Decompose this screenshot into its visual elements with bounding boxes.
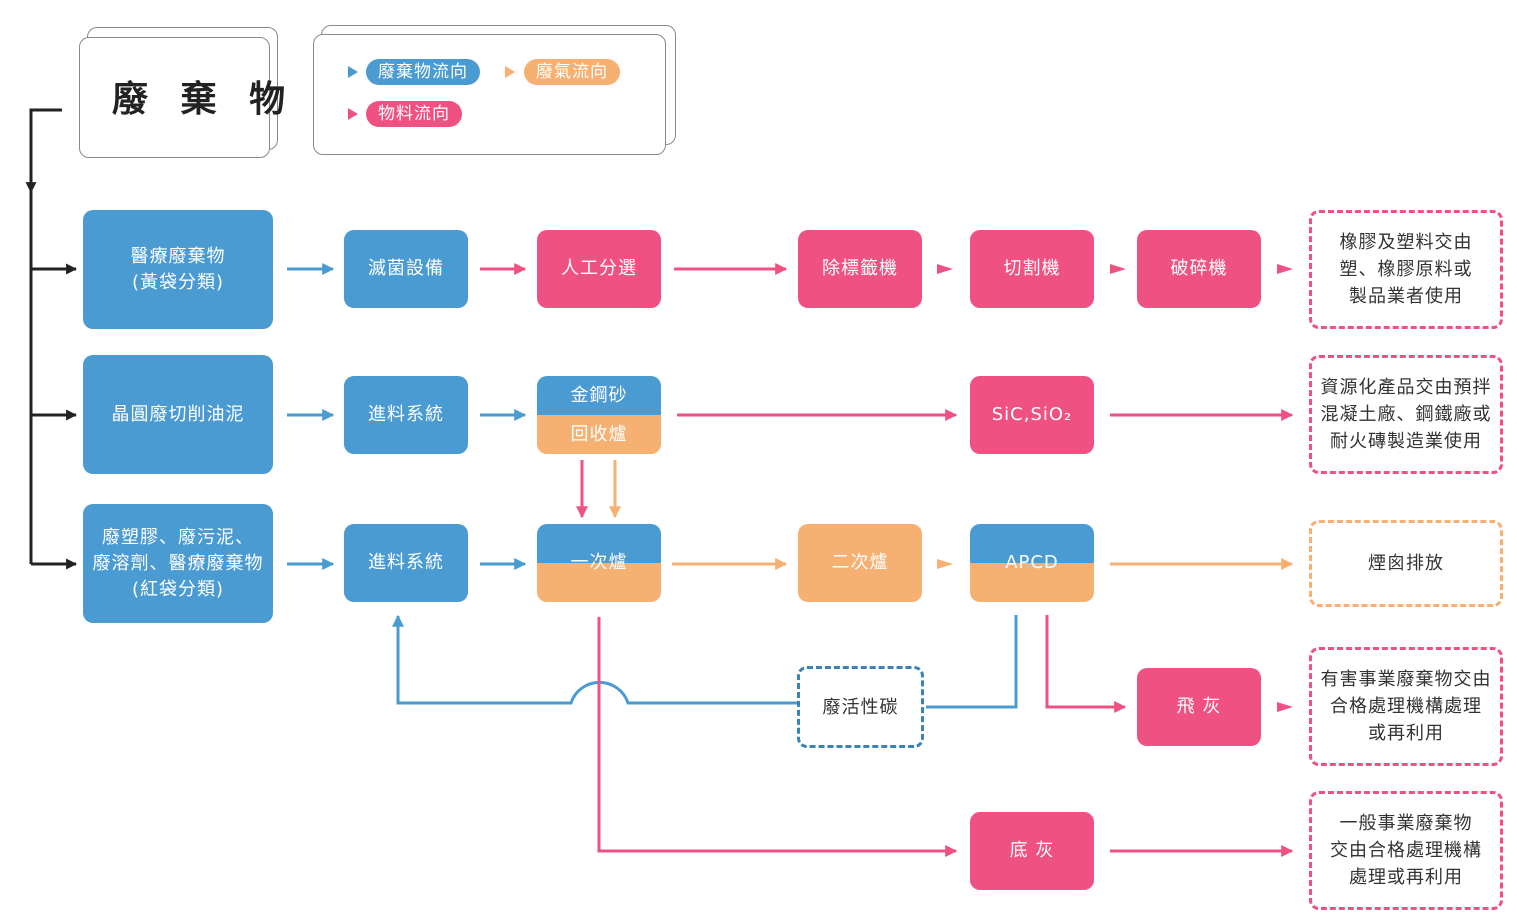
source-wafer-sludge: 晶圓廢切削油泥 <box>83 355 273 474</box>
node-apcd: APCD <box>970 524 1094 602</box>
node-primary-label: 一次爐 <box>570 552 628 573</box>
outcome-rubber-plastic: 橡膠及塑料交由 塑、橡膠原料或 製品業者使用 <box>1309 210 1503 329</box>
node-label-removal: 除標籤機 <box>798 230 922 308</box>
node-fly-ash: 飛 灰 <box>1137 668 1261 746</box>
arrow-carbon-to-feed <box>392 614 797 705</box>
node-apcd-label: APCD <box>1005 552 1059 573</box>
node-secondary-furnace: 二次爐 <box>798 524 922 602</box>
node-primary-top <box>537 524 661 563</box>
arrow-cutter-to-crusher <box>1110 264 1126 274</box>
legend-card <box>313 34 666 155</box>
node-apcd-top <box>970 524 1094 563</box>
source-mixed-red-line3: (紅袋分類) <box>131 578 225 600</box>
node-waste-activated-carbon: 廢活性碳 <box>797 666 924 748</box>
node-cutter: 切割機 <box>970 230 1094 308</box>
outcome-resource-products: 資源化產品交由預拌 混凝土廠、鋼鐵廠或 耐火磚製造業使用 <box>1309 355 1503 474</box>
outcome-rubber-line3: 製品業者使用 <box>1349 286 1463 307</box>
node-apcd-bottom <box>970 563 1094 602</box>
outcome-hazard-line2: 合格處理機構處理 <box>1330 696 1482 717</box>
node-bottom-ash: 底 灰 <box>970 812 1094 890</box>
arrow-apcd-to-carbon <box>926 615 1018 709</box>
outcome-general-line1: 一般事業廢棄物 <box>1339 813 1473 834</box>
outcome-hazardous-waste: 有害事業廢棄物交由 合格處理機構處理 或再利用 <box>1309 647 1503 766</box>
outcome-general-line2: 交由合格處理機構 <box>1330 840 1482 861</box>
source-medical-yellow-line1: 醫療廢棄物 <box>130 245 226 267</box>
arrow-label-to-cutter <box>937 264 953 274</box>
node-feed-system-1: 進料系統 <box>344 376 468 454</box>
outcome-rubber-line1: 橡膠及塑料交由 <box>1339 232 1473 253</box>
legend-material-flow: 物料流向 <box>366 101 462 127</box>
node-primary-bottom <box>537 563 661 602</box>
material-flow-marker-icon <box>348 108 358 120</box>
outcome-hazard-line1: 有害事業廢棄物交由 <box>1320 669 1492 690</box>
legend-waste-flow: 廢棄物流向 <box>366 59 480 85</box>
node-feed-system-2: 進料系統 <box>344 524 468 602</box>
gas-flow-marker-icon <box>505 66 515 78</box>
outcome-rubber-line2: 塑、橡膠原料或 <box>1339 259 1473 280</box>
source-bracket-line <box>29 108 62 564</box>
outcome-resource-line3: 耐火磚製造業使用 <box>1330 431 1482 452</box>
node-carborundum-furnace: 金鋼砂 回收爐 <box>537 376 661 454</box>
node-sterilizer: 滅菌設備 <box>344 230 468 308</box>
node-crusher: 破碎機 <box>1137 230 1261 308</box>
arrow-flyash-to-hazard <box>1277 702 1293 712</box>
outcome-general-line3: 處理或再利用 <box>1349 867 1463 888</box>
diagram-title: 廢 棄 物 <box>112 79 296 120</box>
node-manual-sorting: 人工分選 <box>537 230 661 308</box>
waste-flow-marker-icon <box>348 66 358 78</box>
outcome-general-waste: 一般事業廢棄物 交由合格處理機構 處理或再利用 <box>1309 791 1503 910</box>
node-primary-furnace: 一次爐 <box>537 524 661 602</box>
node-carborundum-top: 金鋼砂 <box>537 376 661 415</box>
outcome-hazard-line3: 或再利用 <box>1368 723 1444 744</box>
arrow-crusher-to-rubber <box>1277 264 1293 274</box>
node-carborundum-bottom: 回收爐 <box>537 415 661 454</box>
outcome-resource-line2: 混凝土廠、鋼鐵廠或 <box>1320 404 1492 425</box>
legend-gas-flow: 廢氣流向 <box>524 59 620 85</box>
source-wafer-sludge-label: 晶圓廢切削油泥 <box>111 403 245 425</box>
outcome-chimney-emission: 煙囪排放 <box>1309 520 1503 607</box>
outcome-resource-line1: 資源化產品交由預拌 <box>1320 377 1492 398</box>
source-medical-yellow-line2: (黃袋分類) <box>131 271 225 293</box>
node-sic-sio2: SiC,SiO₂ <box>970 376 1094 454</box>
source-mixed-red-line2: 廢溶劑、醫療廢棄物 <box>92 552 264 574</box>
source-mixed-red-line1: 廢塑膠、廢污泥、 <box>102 526 254 548</box>
arrow-primary-to-bottomash <box>597 617 958 857</box>
title-card <box>79 37 270 158</box>
arrow-apcd-to-flyash <box>1045 615 1127 713</box>
arrow-secondary-to-apcd <box>937 559 953 569</box>
source-medical-yellow: 醫療廢棄物 (黃袋分類) <box>83 210 273 329</box>
source-mixed-red: 廢塑膠、廢污泥、 廢溶劑、醫療廢棄物 (紅袋分類) <box>83 504 273 623</box>
